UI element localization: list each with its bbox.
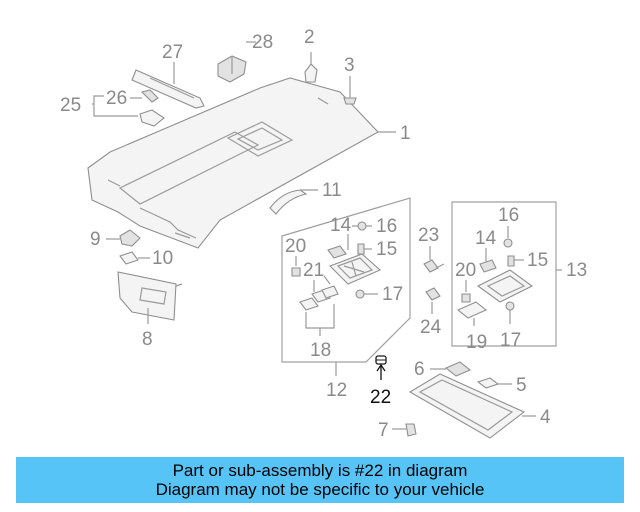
- callout-27: 27: [162, 42, 183, 63]
- callout-14a: 14: [330, 215, 352, 236]
- clip-part-5: [476, 377, 500, 389]
- group-box-13: [451, 201, 557, 347]
- callout-19: 19: [466, 332, 487, 353]
- callout-2: 2: [304, 27, 315, 48]
- callout-3: 3: [344, 55, 355, 76]
- callout-16a: 16: [376, 216, 397, 237]
- sun-visor-part-8: [117, 271, 177, 321]
- callout-26: 26: [106, 88, 127, 109]
- callout-9: 9: [90, 229, 101, 250]
- callout-17b: 17: [500, 330, 521, 351]
- callout-28: 28: [252, 32, 273, 53]
- clip-part-3: [343, 97, 357, 105]
- clip-part-9: [119, 229, 141, 247]
- room-lamp-part-box13: [476, 269, 534, 303]
- banner-line-2: Diagram may not be specific to your vehi…: [155, 480, 485, 499]
- assist-grip-part-11: [269, 189, 308, 215]
- callout-25: 25: [60, 95, 81, 116]
- callout-13: 13: [566, 260, 587, 281]
- callout-20a: 20: [285, 236, 306, 257]
- callout-10: 10: [152, 248, 173, 269]
- callout-1: 1: [400, 123, 411, 144]
- callout-15a: 15: [376, 239, 397, 260]
- callout-8: 8: [142, 329, 153, 350]
- callout-24: 24: [420, 317, 442, 338]
- screw-part-7: [405, 423, 417, 437]
- callout-15b: 15: [527, 250, 548, 271]
- callout-12: 12: [326, 380, 347, 401]
- callout-23: 23: [418, 225, 439, 246]
- callout-6: 6: [414, 359, 425, 380]
- callout-4: 4: [540, 407, 551, 428]
- info-banner: Part or sub-assembly is #22 in diagram D…: [16, 457, 624, 503]
- bracket-part-26: [140, 89, 159, 103]
- group-box-12: [281, 197, 411, 363]
- callout-7: 7: [378, 420, 389, 441]
- bracket-part-6: [444, 361, 472, 377]
- highlighted-part-22: [375, 355, 387, 380]
- clip-part-2: [304, 63, 318, 83]
- banner-line-1: Part or sub-assembly is #22 in diagram: [172, 461, 468, 480]
- bracket-part-25: [139, 109, 165, 127]
- callout-14b: 14: [475, 228, 497, 249]
- callout-16b: 16: [498, 205, 519, 226]
- callout-17a: 17: [382, 284, 403, 305]
- callout-22: 22: [370, 387, 391, 408]
- callout-11: 11: [322, 180, 342, 201]
- callout-20b: 20: [455, 260, 476, 281]
- sunroof-frame-part-4: [408, 373, 526, 439]
- callout-21: 21: [303, 260, 324, 281]
- callout-5: 5: [516, 375, 527, 396]
- grab-handle-part-27: [131, 69, 205, 109]
- holder-part-10: [119, 251, 139, 265]
- parts-diagram: 1 2 3 27 28 25 26 11 9 10 8 12 14 16: [60, 27, 587, 441]
- headliner-panel: [87, 77, 379, 249]
- callout-18: 18: [310, 340, 331, 361]
